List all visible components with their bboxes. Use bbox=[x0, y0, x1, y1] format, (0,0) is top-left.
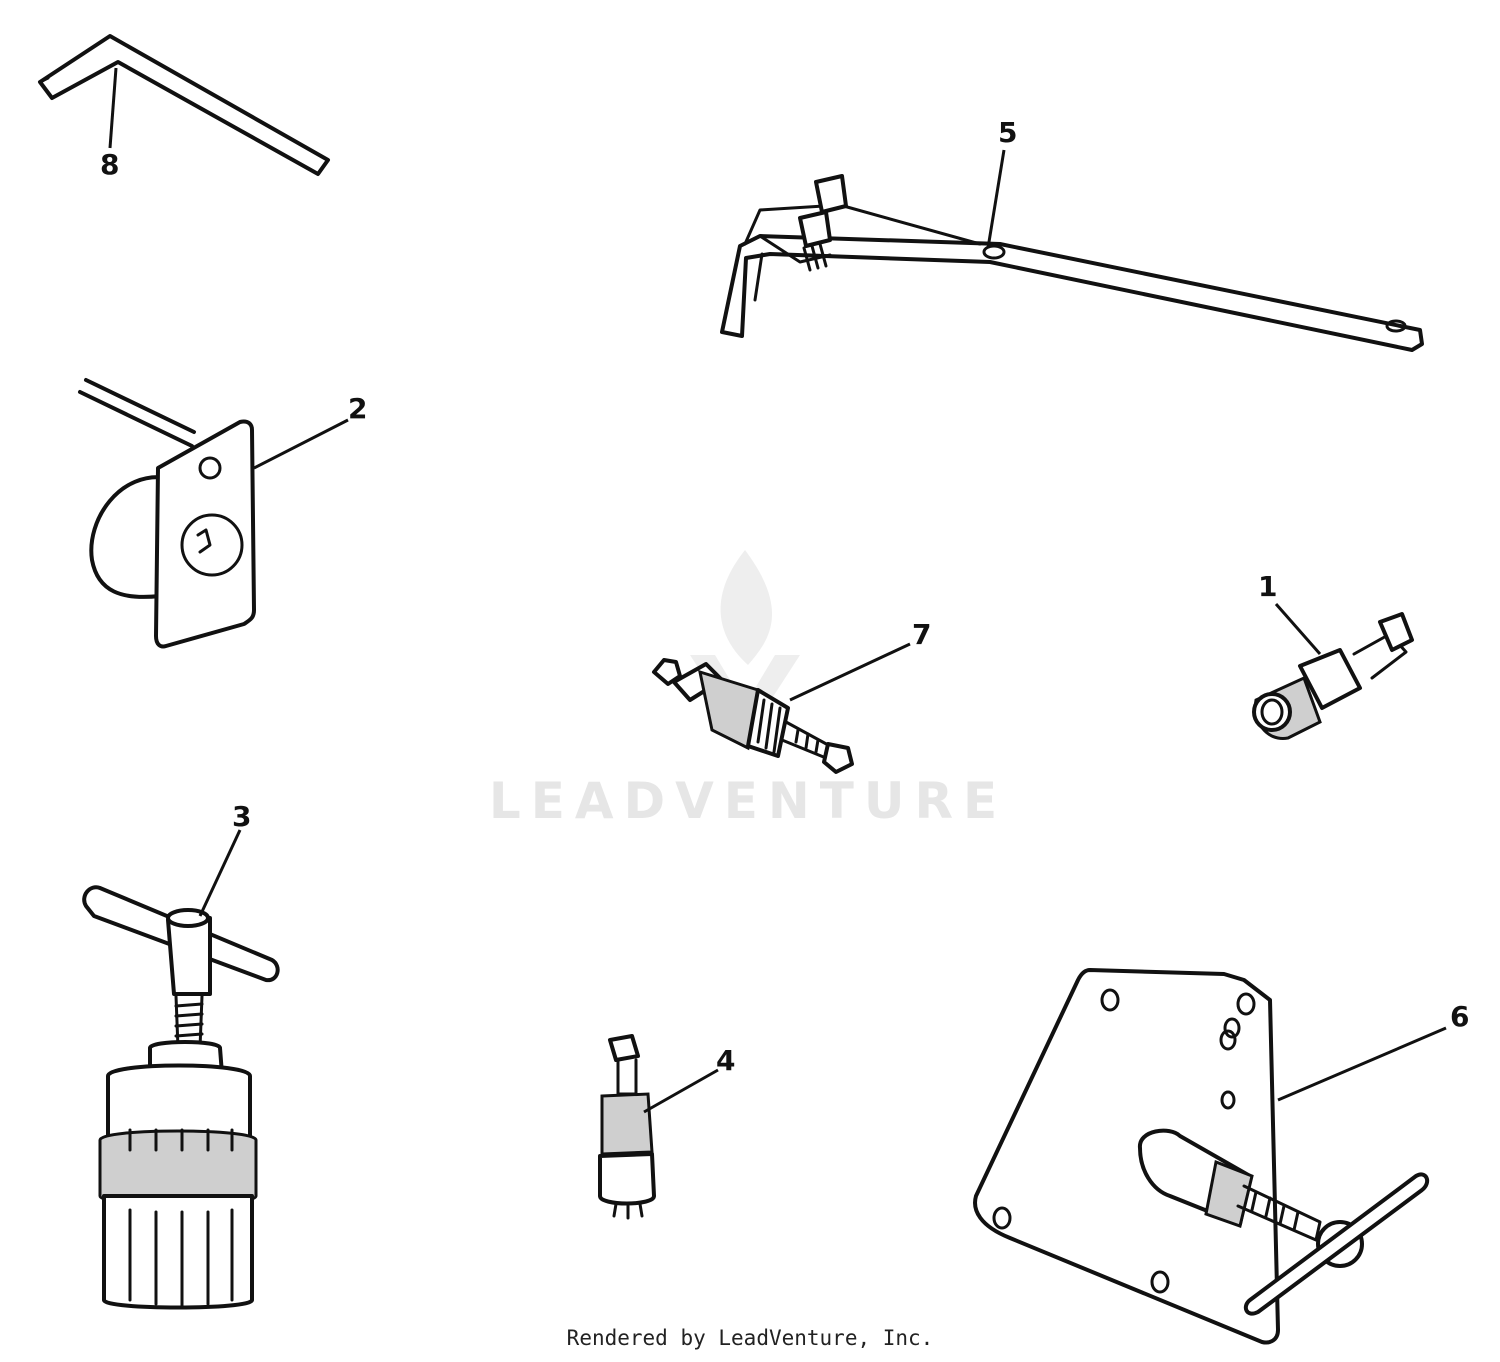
part-4-spark-plug-tool: 4 bbox=[598, 1034, 735, 1220]
callout-6: 6 bbox=[1450, 1000, 1469, 1033]
part-2-bearing-plate: 2 bbox=[78, 378, 367, 649]
part-5-flywheel-holder: 5 bbox=[720, 116, 1424, 352]
watermark: LEADVENTURE bbox=[489, 550, 1007, 830]
watermark-text: LEADVENTURE bbox=[489, 772, 1007, 830]
watermark-flame-icon bbox=[720, 550, 773, 665]
part-7-puller: 7 bbox=[652, 618, 931, 774]
part-1-adapter: 1 bbox=[1252, 570, 1414, 740]
part-8-hex-key: 8 bbox=[38, 34, 330, 181]
callout-2: 2 bbox=[348, 392, 367, 425]
callout-7: 7 bbox=[912, 618, 931, 651]
callout-4: 4 bbox=[716, 1044, 735, 1077]
footer-credit: Rendered by LeadVenture, Inc. bbox=[566, 1326, 934, 1350]
callout-5: 5 bbox=[998, 116, 1017, 149]
callout-3: 3 bbox=[232, 800, 251, 833]
callout-8: 8 bbox=[100, 148, 119, 181]
callout-1: 1 bbox=[1258, 570, 1277, 603]
part-3-t-handle-puller: 3 bbox=[82, 800, 280, 1310]
part-6-puller-plate: 6 bbox=[973, 968, 1469, 1345]
